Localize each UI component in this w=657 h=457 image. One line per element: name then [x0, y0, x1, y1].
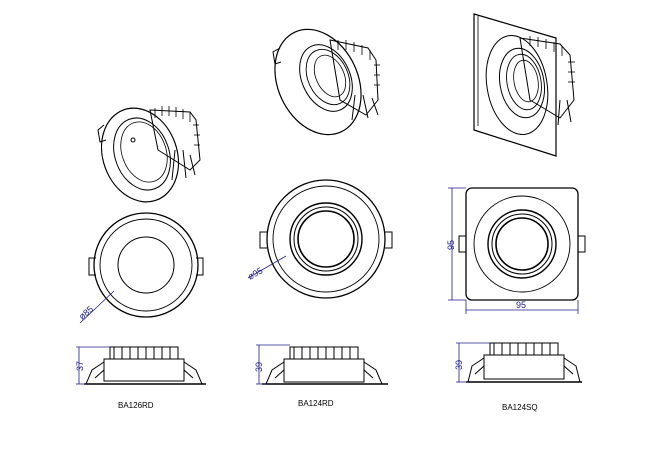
ba124sq-depth-label: 95: [446, 240, 456, 250]
ba124sq-side-view: [456, 342, 582, 383]
ba126rd-height-label: 37: [75, 361, 85, 371]
ba124rd-side-view: [256, 344, 388, 385]
ba124sq-isometric-view: [473, 13, 575, 157]
ba126rd-front-view: [79, 212, 204, 324]
ba124sq-height-label: 39: [454, 360, 464, 370]
ba124rd-model-code: BA124RD: [298, 399, 334, 408]
ba124rd-diameter-label: ø95: [246, 265, 264, 281]
ba126rd-isometric-view: [97, 106, 201, 203]
ba124sq-width-label: 95: [516, 300, 526, 310]
ba124sq-model-code: BA124SQ: [502, 403, 538, 412]
ba124rd-isometric-view: [272, 28, 380, 136]
ba126rd-side-view: [76, 346, 206, 385]
ba124rd-height-label: 39: [254, 362, 264, 372]
ba124sq-front-view: [448, 187, 586, 314]
ba126rd-diameter-label: ø85: [77, 304, 95, 322]
ba126rd-model-code: BA126RD: [118, 401, 154, 410]
ba124rd-front-view: [247, 179, 393, 299]
